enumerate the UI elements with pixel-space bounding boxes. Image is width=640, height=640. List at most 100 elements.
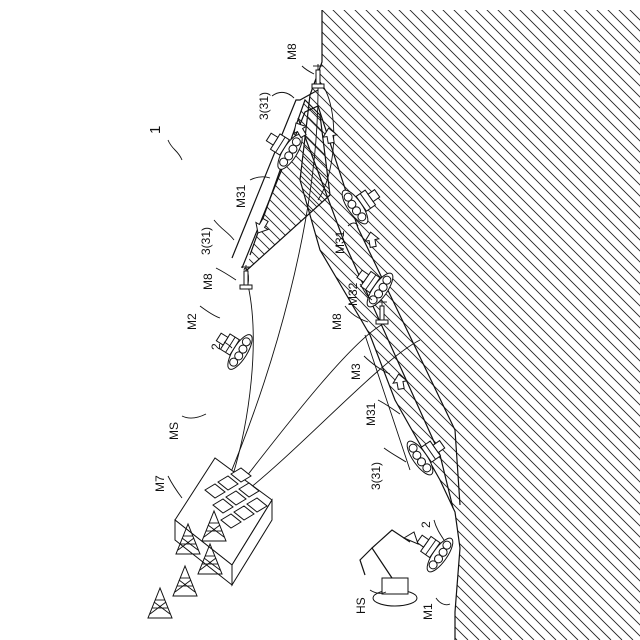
hatch-line — [0, 0, 110, 640]
hatch-line — [0, 0, 578, 640]
hatch-line — [300, 0, 640, 640]
hatch-line — [0, 0, 200, 640]
hatch-line — [0, 0, 40, 640]
hatch-line — [576, 0, 640, 640]
label-m8-low: M8 — [330, 313, 344, 330]
hatch-line — [0, 0, 182, 640]
hatch-line — [0, 0, 17, 640]
hatch-line — [0, 0, 600, 640]
hatch-line — [0, 0, 50, 640]
hatch-line — [0, 0, 560, 640]
hatch-line — [0, 0, 325, 640]
hatch-line — [0, 0, 160, 640]
hatch-line — [0, 0, 336, 640]
hatch-line — [59, 0, 640, 640]
hatch-line — [598, 0, 640, 640]
hatch-line — [554, 0, 640, 640]
hatch-line — [0, 0, 90, 640]
hatch-line — [0, 0, 70, 640]
hatch-line — [0, 0, 611, 640]
label-ms: MS — [167, 422, 181, 440]
hatch-line — [0, 0, 193, 640]
label-m2: M2 — [185, 313, 199, 330]
hatch-line — [310, 0, 640, 640]
hatch-line — [0, 0, 83, 640]
hatch-line — [0, 0, 190, 640]
hatch-line — [0, 0, 204, 640]
hatch-line — [0, 0, 600, 640]
label-m3: M3 — [349, 363, 363, 380]
label-m1: M1 — [421, 603, 435, 620]
hatch-line — [620, 0, 640, 640]
hatch-line — [0, 0, 347, 640]
label-m7: M7 — [153, 475, 167, 492]
hatch-line — [0, 0, 60, 640]
hatch-line — [0, 0, 72, 640]
label-m31-low: M31 — [364, 402, 378, 426]
hatch-line — [0, 0, 127, 640]
hatch-line — [0, 0, 340, 640]
hatch-line — [350, 0, 640, 640]
management-station-building — [175, 458, 272, 585]
hatch-line — [460, 0, 640, 640]
hatch-line — [0, 0, 210, 640]
hatch-line — [0, 0, 30, 640]
hatch-line — [90, 0, 640, 640]
label-hs: HS — [354, 597, 368, 614]
hatch-line — [520, 0, 640, 640]
hatch-line — [0, 0, 61, 640]
label-m8-top: M8 — [285, 43, 299, 60]
label-m31-right: M31 — [333, 230, 347, 254]
hatch-line — [60, 0, 640, 640]
hatch-line — [0, 0, 171, 640]
hatch-line — [422, 0, 640, 640]
hatch-line — [0, 0, 180, 640]
hatch-line — [356, 0, 640, 640]
hatch-line — [0, 0, 556, 640]
label-m8-mid: M8 — [201, 273, 215, 290]
hatch-line — [0, 0, 120, 640]
hatch-line — [0, 0, 130, 640]
hatch-line — [530, 0, 640, 640]
label-2-low: 2 — [419, 521, 433, 528]
hatch-line — [0, 0, 116, 640]
hatch-line — [10, 0, 640, 640]
hatch-line — [0, 0, 94, 640]
label-m32: M32 — [346, 282, 360, 306]
hatch-line — [0, 0, 6, 640]
hatch-line — [92, 0, 640, 640]
hatch-line — [430, 0, 640, 640]
hatch-line — [0, 0, 80, 640]
label-m31-upper: M31 — [234, 184, 248, 208]
hatch-line — [80, 0, 640, 640]
figure-number: 1 — [147, 126, 164, 134]
hatch-line — [0, 0, 20, 640]
hatch-line — [0, 0, 10, 640]
hatch-line — [0, 0, 105, 640]
hatch-line — [0, 0, 149, 640]
hatch-line — [0, 0, 50, 640]
hatch-line — [0, 0, 350, 640]
hatch-line — [0, 0, 330, 640]
hatch-line — [0, 0, 150, 640]
hatch-line — [0, 0, 100, 640]
hatch-line — [0, 0, 160, 640]
hatch-line — [0, 0, 28, 640]
label-3-31-mid: 3(31) — [199, 227, 213, 255]
hatch-line — [0, 0, 358, 640]
label-3-31-low: 3(31) — [369, 462, 383, 490]
hatch-line — [0, 0, 138, 640]
hatch-line — [0, 0, 140, 640]
hatch-line — [0, 0, 589, 640]
label-3-31-top: 3(31) — [257, 92, 271, 120]
hydraulic-shovel — [360, 530, 418, 606]
hatch-line — [620, 0, 640, 640]
hatch-line — [0, 0, 39, 640]
hatch-line — [0, 0, 590, 640]
hatch-line — [0, 0, 170, 640]
